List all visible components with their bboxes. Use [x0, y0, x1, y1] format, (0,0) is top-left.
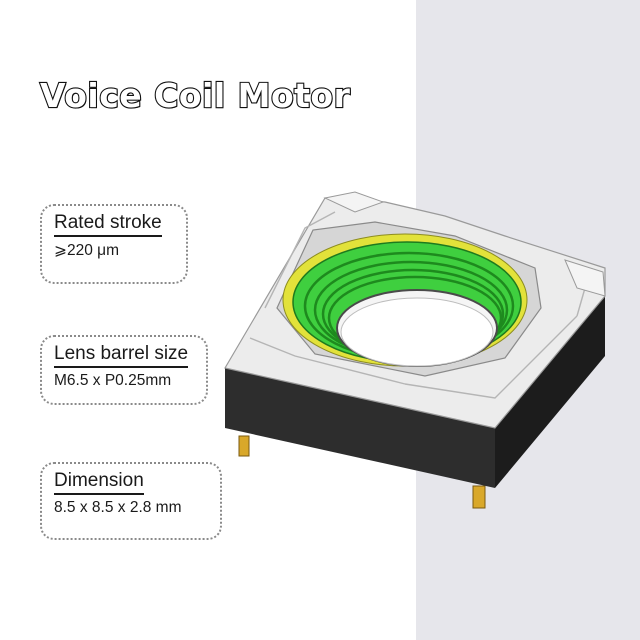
spec-value: ⩾220 μm	[54, 242, 119, 259]
pin-left	[238, 435, 250, 457]
housing-front-face	[225, 368, 495, 488]
spec-label: Lens barrel size	[54, 343, 189, 368]
spec-card-dimension: Dimension 8.5 x 8.5 x 2.8 mm	[40, 462, 222, 540]
spec-value: M6.5 x P0.25mm	[54, 372, 172, 389]
page-title: Voice Coil Motor	[39, 75, 351, 116]
voice-coil-motor-illustration	[224, 191, 606, 509]
spec-value: 8.5 x 8.5 x 2.8 mm	[54, 499, 182, 516]
spec-card-lens-barrel-size: Lens barrel size M6.5 x P0.25mm	[40, 335, 208, 405]
spec-card-rated-stroke: Rated stroke ⩾220 μm	[40, 204, 188, 284]
housing-right-face	[495, 296, 605, 488]
spec-label: Dimension	[54, 470, 144, 495]
pin-front	[472, 485, 486, 509]
spec-label: Rated stroke	[54, 212, 162, 237]
